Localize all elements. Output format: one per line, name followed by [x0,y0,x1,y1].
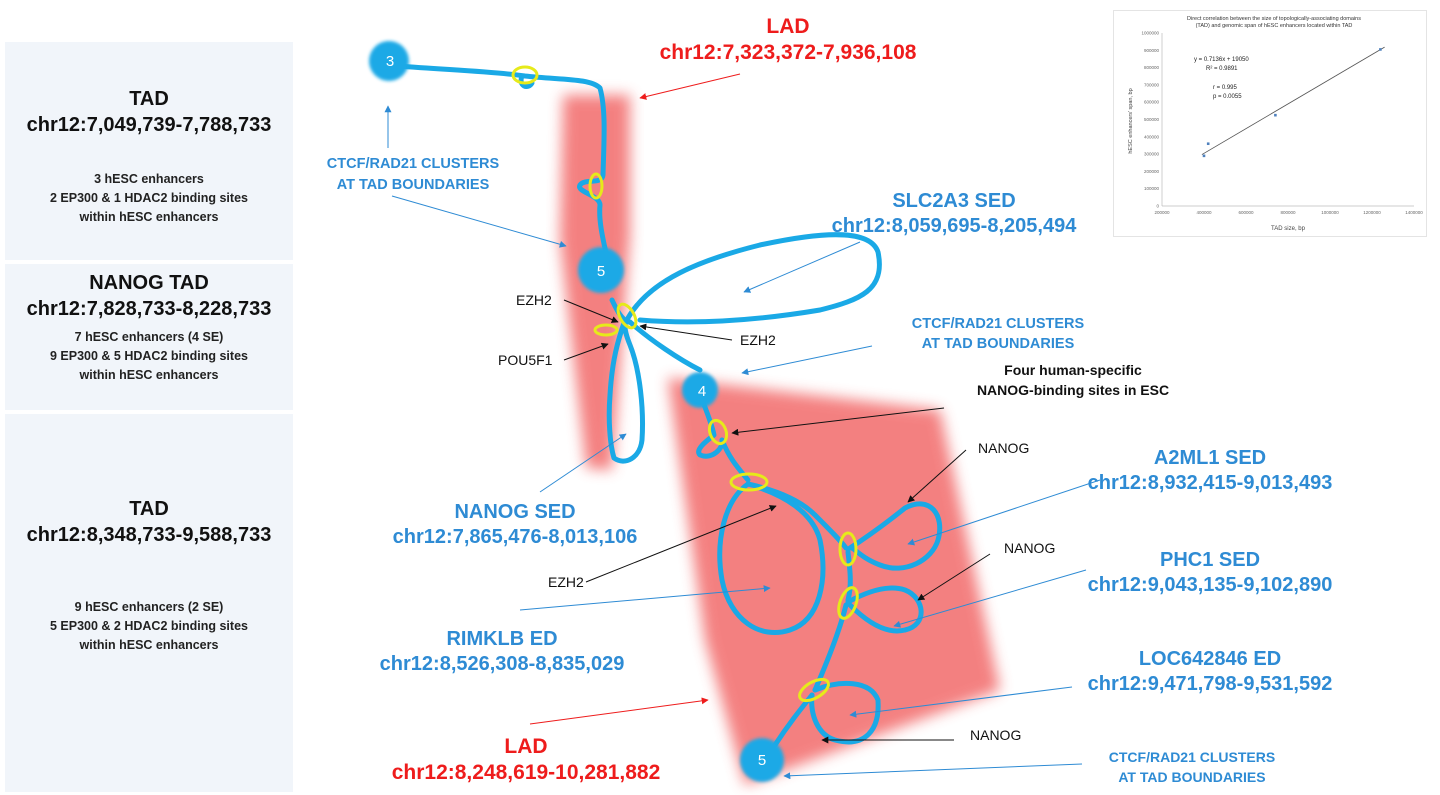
phc1-name: PHC1 SED [1160,549,1260,571]
inset-data-point [1207,142,1210,145]
inset-data-point [1379,48,1382,51]
lad-bottom-title: LAD [504,735,547,758]
arrow-lad-bottom [530,700,708,724]
nanog-label-a: NANOG [978,440,1029,456]
inset-y-tick-label: 900000 [1144,48,1160,53]
inset-x-tick-label: 800000 [1280,210,1296,215]
arrow-slc2a3 [744,242,860,292]
inset-y-tick-label: 500000 [1144,117,1160,122]
arrow-nanog-sed [540,434,626,492]
boundary-number-3: 3 [386,53,394,70]
a2ml1-name: A2ML1 SED [1154,447,1266,469]
inset-x-tick-label: 200000 [1154,210,1170,215]
ctcf-mid-line2: AT TAD BOUNDARIES [922,336,1075,352]
ctcf-mid-line1: CTCF/RAD21 CLUSTERS [912,316,1085,332]
arrow-ctcf-bottom [784,764,1082,776]
inset-r: r = 0.995 [1213,85,1238,91]
phc1-coords: chr12:9,043,135-9,102,890 [1088,574,1333,596]
inset-y-tick-label: 600000 [1144,100,1160,105]
slc2a3-coords: chr12:8,059,695-8,205,494 [832,215,1078,237]
inset-x-tick-label: 1000000 [1321,210,1339,215]
inset-y-tick-label: 800000 [1144,65,1160,70]
inset-data-point [1274,114,1277,117]
nanog-sed-coords: chr12:7,865,476-8,013,106 [393,526,638,548]
inset-r2: R² = 0.9891 [1206,66,1238,72]
boundary-number-5-top: 5 [597,263,605,280]
inset-title-line2: (TAD) and genomic span of hESC enhancers… [1196,23,1353,29]
inset-equation: y = 0.7136x + 19050 [1194,57,1249,63]
ctcf-top-line2: AT TAD BOUNDARIES [337,177,490,193]
inset-chart-svg: Direct correlation between the size of t… [1114,11,1426,236]
arrow-ezh2-b [640,326,732,340]
four-sites-line2: NANOG-binding sites in ESC [977,382,1169,398]
lad-top-coords: chr12:7,323,372-7,936,108 [660,41,917,64]
rimklb-coords: chr12:8,526,308-8,835,029 [380,653,625,675]
inset-x-tick-label: 1200000 [1363,210,1381,215]
arrow-ctcf-top-down [392,196,566,246]
inset-x-tick-label: 400000 [1196,210,1212,215]
ctcf-top-line1: CTCF/RAD21 CLUSTERS [327,156,500,172]
inset-p: p = 0.0055 [1213,94,1242,100]
arrow-ctcf-mid [742,346,872,373]
loc642846-name: LOC642846 ED [1139,648,1281,670]
inset-title-line1: Direct correlation between the size of t… [1187,16,1361,22]
inset-ylabel: hESC enhancers' span, bp [1128,88,1134,153]
lad-region-bottom [668,378,1000,785]
slc2a3-name: SLC2A3 SED [892,190,1015,212]
inset-y-tick-label: 0 [1156,204,1159,209]
ezh2-label-c: EZH2 [548,574,584,590]
inset-x-tick-label: 600000 [1238,210,1254,215]
inset-y-tick-label: 700000 [1144,82,1160,87]
ezh2-label-b: EZH2 [740,332,776,348]
ezh2-label-a: EZH2 [516,292,552,308]
lad-top-title: LAD [766,15,809,38]
ctcf-bottom-line2: AT TAD BOUNDARIES [1118,769,1265,785]
boundary-number-4: 4 [698,383,706,400]
arrow-lad-top [640,74,740,98]
inset-chart: Direct correlation between the size of t… [1113,10,1427,237]
inset-trendline [1202,47,1385,154]
ctcf-bottom-line1: CTCF/RAD21 CLUSTERS [1109,749,1275,765]
inset-x-tick-label: 1400000 [1405,210,1423,215]
inset-y-tick-label: 100000 [1144,186,1160,191]
rimklb-name: RIMKLB ED [446,628,557,650]
inset-y-tick-label: 400000 [1144,134,1160,139]
nanog-sed-name: NANOG SED [454,501,575,523]
boundary-number-5-bottom: 5 [758,752,766,769]
nanog-label-b: NANOG [1004,540,1055,556]
nanog-label-c: NANOG [970,727,1021,743]
inset-y-tick-label: 1000000 [1141,31,1159,36]
four-sites-line1: Four human-specific [1004,362,1142,378]
lad-bottom-coords: chr12:8,248,619-10,281,882 [392,761,661,784]
inset-data-point [1203,155,1206,158]
inset-xlabel: TAD size, bp [1271,226,1306,232]
inset-y-tick-label: 300000 [1144,152,1160,157]
inset-y-tick-label: 200000 [1144,169,1160,174]
pou5f1-label: POU5F1 [498,352,553,368]
a2ml1-coords: chr12:8,932,415-9,013,493 [1088,472,1333,494]
loc642846-coords: chr12:9,471,798-9,531,592 [1088,673,1333,695]
